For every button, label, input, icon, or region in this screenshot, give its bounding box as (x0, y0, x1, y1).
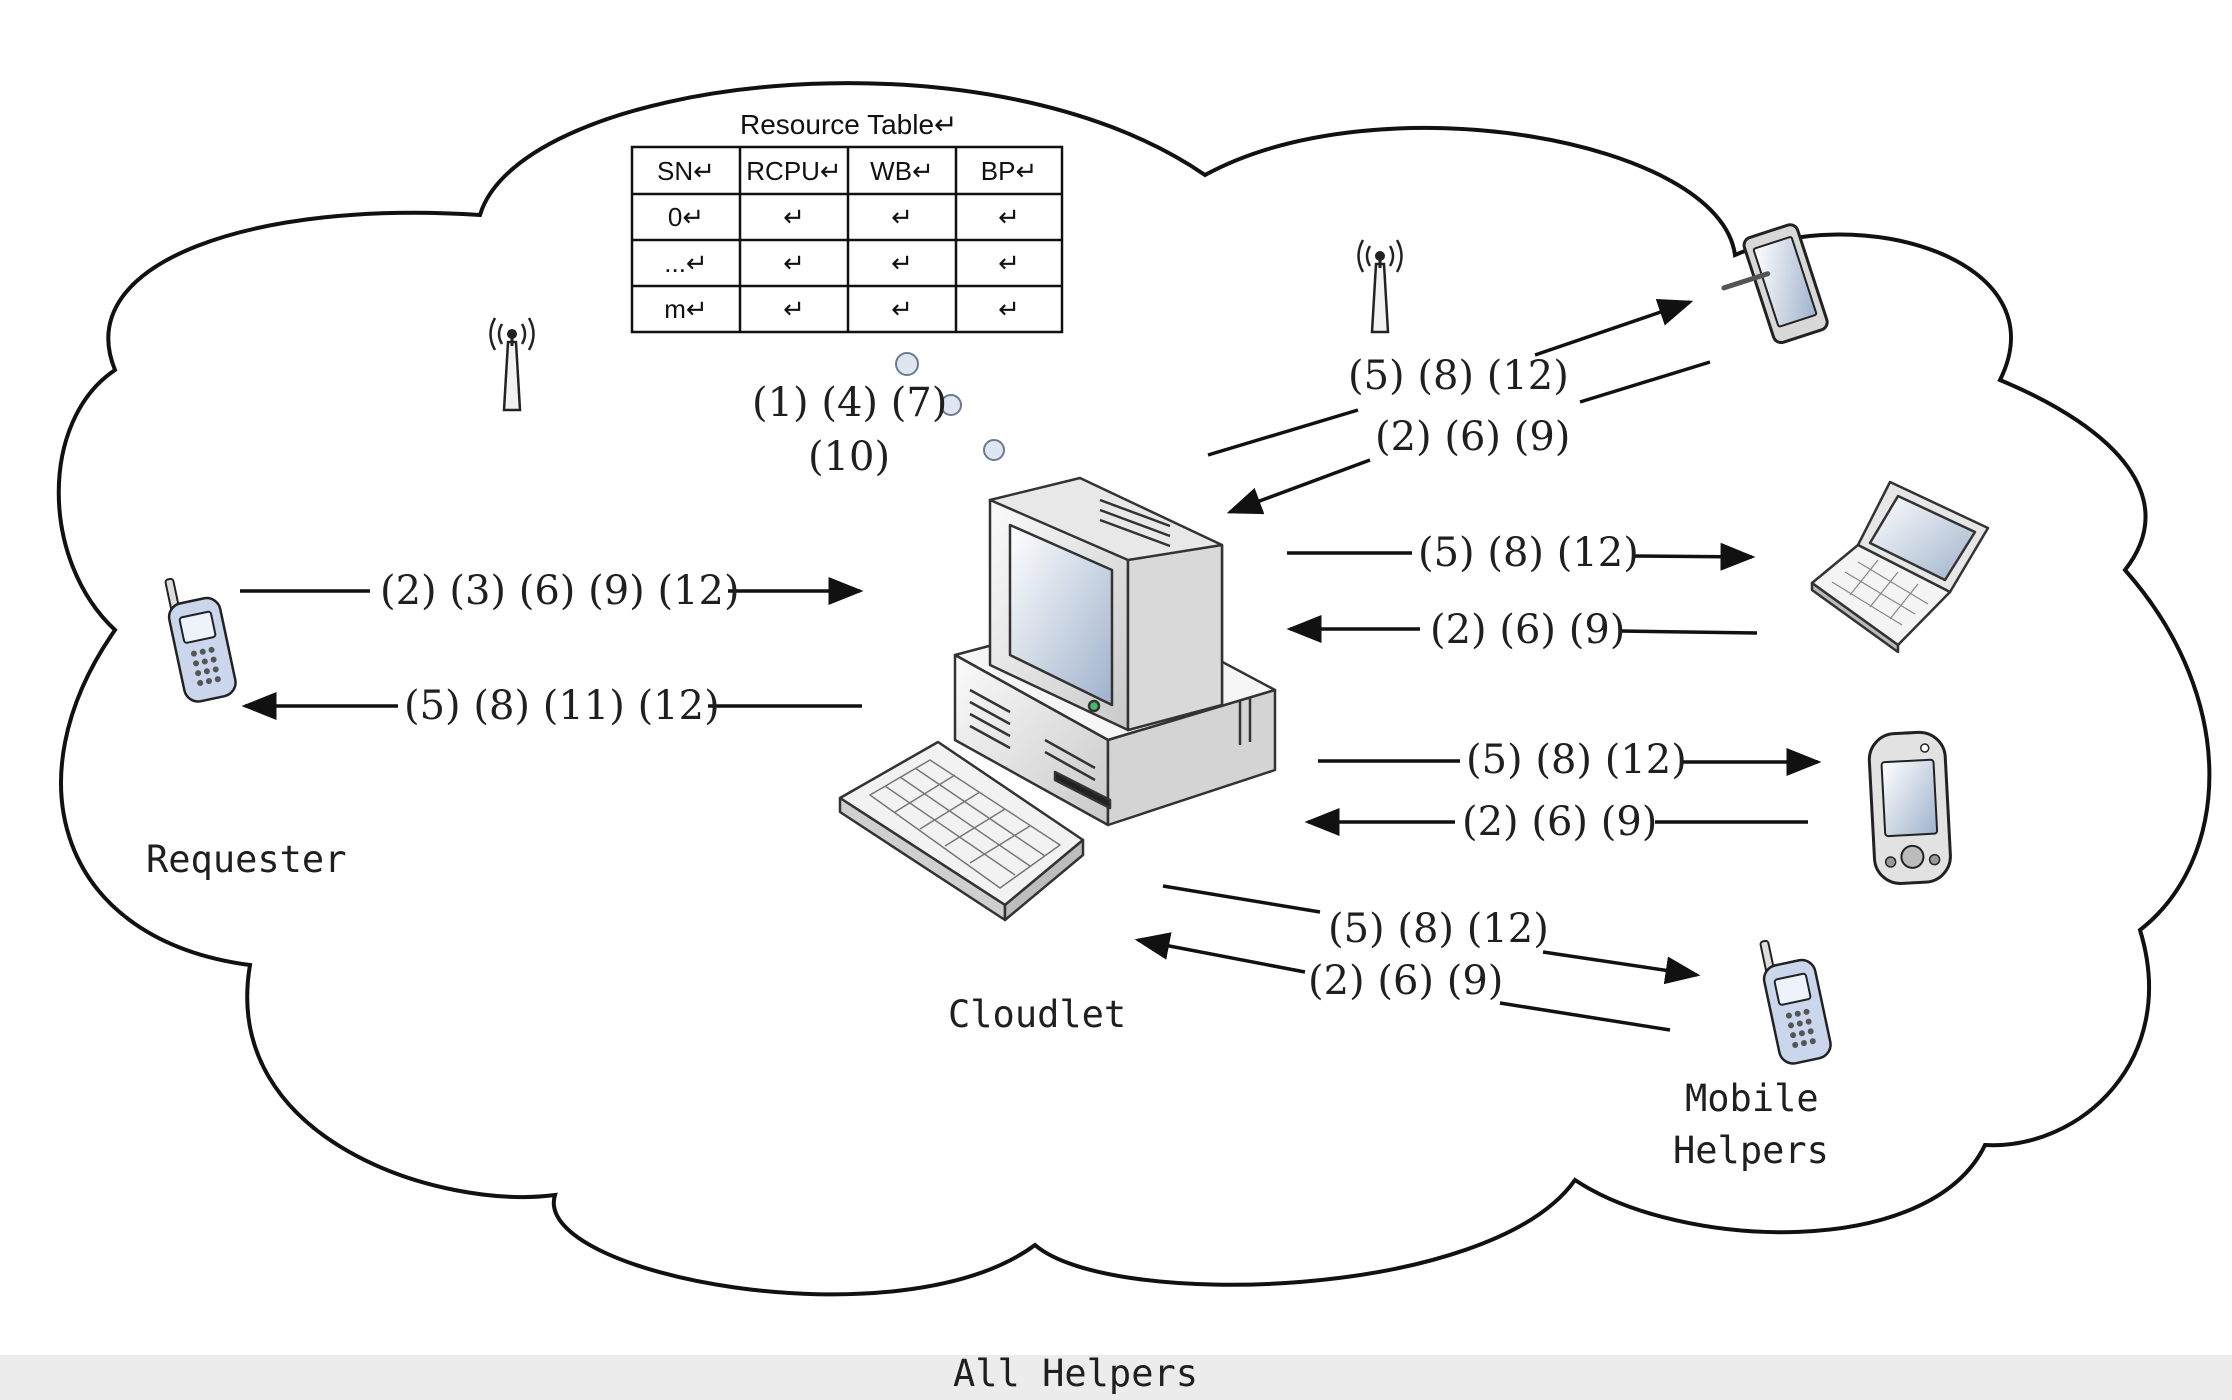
resource-table-title: Resource Table↵ (740, 109, 958, 140)
table-cell: ↵ (783, 248, 805, 278)
antenna-icon (489, 317, 535, 412)
laptop-icon (1810, 480, 1990, 654)
requester-phone-icon (164, 577, 237, 703)
cloudlet-computer-icon (838, 476, 1277, 922)
arrow-label-to-phone: (5) (8) (12) (1328, 906, 1549, 952)
table-cell: ...↵ (664, 248, 707, 278)
table-cell: m↵ (664, 294, 707, 324)
mobile-helpers-label-line2: Helpers (1673, 1129, 1829, 1172)
cloud-outline (56, 81, 2212, 1297)
arrow-label-from-pda: (2) (6) (9) (1462, 799, 1657, 845)
mobile-helpers-label-line1: Mobile (1685, 1077, 1819, 1120)
thought-label-2: (10) (808, 434, 890, 480)
table-cell: ↵ (891, 294, 913, 324)
arrow-label-to-laptop: (5) (8) (12) (1418, 530, 1639, 576)
arrow-label-from-laptop: (2) (6) (9) (1430, 607, 1625, 653)
tablet-icon (1721, 223, 1829, 345)
helper-phone-icon (1759, 939, 1832, 1065)
arrow-label-to-tablet: (5) (8) (12) (1348, 353, 1569, 399)
pda-icon (1867, 730, 1952, 885)
requester-label: Requester (146, 838, 346, 881)
table-cell: ↵ (891, 202, 913, 232)
arrow-label-cloudlet-to-req: (5) (8) (11) (12) (404, 683, 720, 729)
arrow-label-req-to-cloudlet: (2) (3) (6) (9) (12) (380, 568, 740, 614)
arrow-label-from-phone: (2) (6) (9) (1308, 958, 1503, 1004)
antenna-icon (1357, 239, 1403, 334)
table-cell: 0↵ (668, 202, 704, 232)
table-cell: ↵ (891, 248, 913, 278)
table-header-cell: RCPU↵ (746, 156, 841, 186)
arrow-label-from-tablet: (2) (6) (9) (1375, 414, 1570, 460)
table-cell: ↵ (998, 248, 1020, 278)
table-header-cell: SN↵ (657, 156, 715, 186)
all-helpers-label: All Helpers (953, 1352, 1198, 1395)
cloudlet-label: Cloudlet (948, 993, 1126, 1036)
thought-label-1: (1) (4) (7) (752, 380, 947, 426)
resource-table: Resource Table↵ SN↵ RCPU↵ WB↵ BP↵ 0↵ ↵ ↵ ↵ ...↵ ↵… (630, 109, 1064, 334)
bottom-strip (0, 1355, 2232, 1400)
table-cell: ↵ (783, 202, 805, 232)
table-cell: ↵ (998, 202, 1020, 232)
table-header-cell: BP↵ (981, 156, 1037, 186)
table-cell: ↵ (998, 294, 1020, 324)
thought-bubbles (895, 352, 1005, 461)
table-cell: ↵ (783, 294, 805, 324)
arrow-label-to-pda: (5) (8) (12) (1466, 737, 1687, 783)
table-header-cell: WB↵ (870, 156, 934, 186)
